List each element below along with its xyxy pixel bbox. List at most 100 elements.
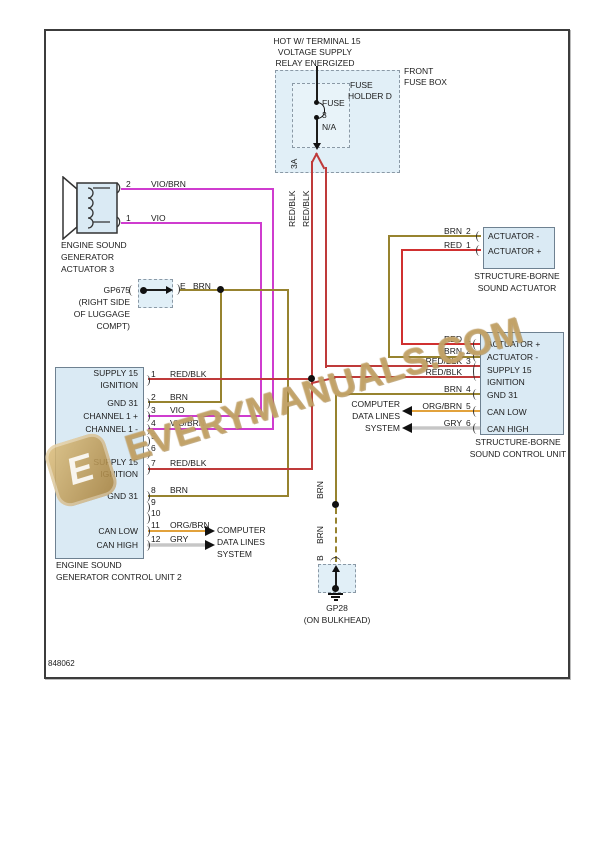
- pin-number: 2: [466, 346, 471, 356]
- hot-feed-label: RELAY ENERGIZED: [275, 58, 355, 68]
- wire-brn-actuator: [389, 356, 480, 358]
- left-unit-caption: ENGINE SOUND: [56, 560, 122, 570]
- fuse-number: 3: [322, 110, 327, 120]
- wire-label-brn: BRN: [193, 281, 211, 291]
- gp675-bracket: [129, 285, 136, 296]
- pin-number: 6: [466, 418, 471, 428]
- pin-function-label: IGNITION: [487, 377, 525, 387]
- wire-label-vio: VIO: [151, 213, 166, 223]
- pin-number: 1: [151, 369, 156, 379]
- wire-name: RED/BLK: [425, 356, 462, 366]
- pin-number: 5: [151, 431, 156, 441]
- gp675-pin: E: [180, 281, 186, 291]
- gp675-location: OF LUGGAGE: [73, 309, 130, 319]
- wire-orgbrn: [148, 530, 206, 532]
- wire-name: RED/BLK: [170, 369, 207, 379]
- computer-data-lines-label: COMPUTER: [351, 399, 400, 409]
- actuator3-caption: ACTUATOR 3: [61, 264, 115, 274]
- computer-data-lines-label: DATA LINES: [352, 411, 400, 421]
- wire-label-brn: BRN: [315, 526, 325, 544]
- pin-function-label: SUPPLY 15: [487, 365, 532, 375]
- gp28-ground-dot: [332, 585, 339, 592]
- computer-data-lines-label: COMPUTER: [217, 525, 266, 535]
- gp675-name: GP675: [103, 285, 130, 295]
- pin-number: 7: [151, 458, 156, 468]
- wire-name: BRN: [444, 346, 462, 356]
- pin-function-label: CHANNEL 1 -: [85, 424, 138, 434]
- junction-dot: [332, 501, 339, 508]
- data-line-arrow-icon: [402, 423, 412, 433]
- pin-number: 3: [466, 356, 471, 366]
- wire-redblk-to-unit: [334, 376, 480, 378]
- wire-name: VIO/BRN: [170, 418, 205, 428]
- wire-gry: [412, 427, 480, 429]
- pin-function-label: CAN HIGH: [96, 540, 138, 550]
- ground-symbol: [328, 593, 343, 595]
- wire-label-viobrn: VIO/BRN: [151, 179, 186, 189]
- pin-function-label: GND 31: [107, 491, 138, 501]
- wire-name: RED: [444, 334, 462, 344]
- wire-vio: [121, 222, 262, 224]
- wire-name: BRN: [170, 485, 188, 495]
- wire-redblk-a: [311, 161, 313, 383]
- gp28-lead: [335, 568, 337, 588]
- actuator3-caption: ENGINE SOUND: [61, 240, 127, 250]
- wire-brn-dashed: [335, 508, 337, 562]
- pin-number: 1: [466, 334, 471, 344]
- data-line-arrow-icon: [205, 526, 215, 536]
- structure-borne-sound-actuator: [483, 227, 555, 269]
- wire-brn: [148, 401, 222, 403]
- pin-function-label: IGNITION: [100, 469, 138, 479]
- hot-feed-label: VOLTAGE SUPPLY: [277, 47, 353, 57]
- pin-number: 1: [466, 240, 471, 250]
- gp675-ground-dot: [140, 287, 147, 294]
- wire-brn-gnd: [335, 393, 337, 505]
- wire-name: BRN: [444, 384, 462, 394]
- wire-vio: [260, 222, 262, 417]
- fuse-terminal-dot: [314, 100, 319, 105]
- wire-name: BRN: [170, 392, 188, 402]
- wire-brn-gnd: [336, 393, 480, 395]
- fuse-holder-label: HOLDER D: [348, 91, 392, 101]
- pin-number: 4: [466, 384, 471, 394]
- wire-brn-actuator: [388, 235, 390, 358]
- wire-label-redblk: RED/BLK: [287, 190, 297, 227]
- wire-name: RED: [444, 240, 462, 250]
- wire-red-actuator: [401, 249, 403, 345]
- wire-vio: [148, 415, 262, 417]
- wire-red-actuator: [402, 249, 481, 251]
- fuse-label: FUSE: [322, 98, 345, 108]
- pin-function-label: CAN LOW: [98, 526, 138, 536]
- speaker-icon: [62, 176, 121, 240]
- wire-name: VIO: [170, 405, 185, 415]
- left-unit-caption: GENERATOR CONTROL UNIT 2: [56, 572, 182, 582]
- pin-function-label: IGNITION: [100, 380, 138, 390]
- wire-label-redblk: RED/BLK: [301, 190, 311, 227]
- structure-borne-sound-control-unit: [480, 332, 564, 435]
- pin-function-label: SUPPLY 15: [93, 368, 138, 378]
- gp28-bracket: [330, 557, 341, 563]
- sound-actuator-caption: SOUND ACTUATOR: [477, 283, 557, 293]
- wire-name: ORG/BRN: [422, 401, 462, 411]
- wire-gry: [148, 544, 206, 546]
- gp28-pin: B: [315, 555, 325, 561]
- fuse-out-wire: [316, 119, 318, 145]
- data-line-arrow-icon: [402, 406, 412, 416]
- gp675-location: COMPT): [96, 321, 130, 331]
- wire-orgbrn: [412, 410, 480, 412]
- fuse-terminal-dot: [314, 115, 319, 120]
- wire-viobrn: [272, 188, 274, 430]
- wire-brn-actuator: [389, 235, 481, 237]
- fuse-arrow-icon: [313, 143, 321, 150]
- pin-function-label: ACTUATOR -: [488, 231, 540, 241]
- gp675-pin-bracket: [173, 284, 180, 295]
- pin-function-label: GND 31: [107, 398, 138, 408]
- data-line-arrow-icon: [205, 540, 215, 550]
- wire-viobrn: [121, 188, 274, 190]
- gp28-name: GP28: [326, 603, 348, 613]
- pin-function-label: ACTUATOR +: [487, 339, 541, 349]
- wire-brn: [220, 291, 222, 403]
- pin-number: 10: [151, 508, 161, 518]
- wire-name: GRY: [443, 418, 462, 428]
- gp675-location: (RIGHT SIDE: [78, 297, 130, 307]
